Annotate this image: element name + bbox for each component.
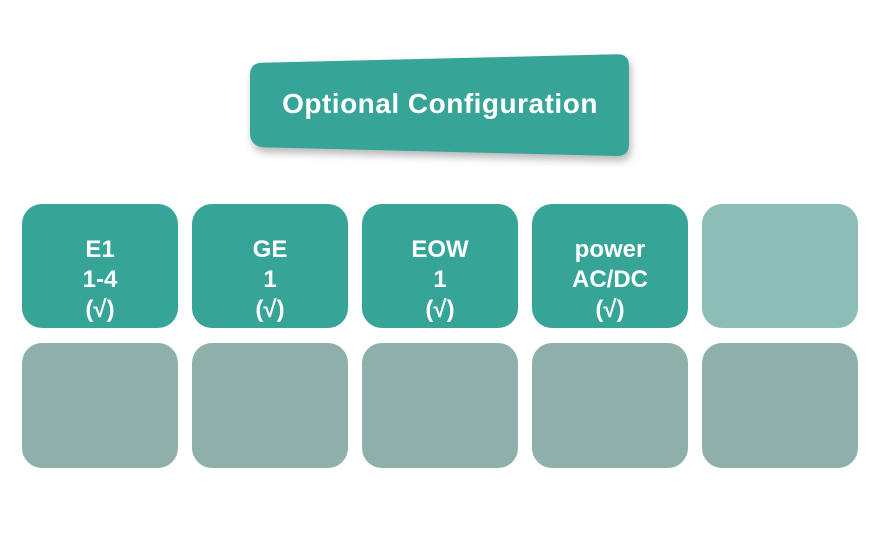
card-check-mark: (√) [425, 296, 455, 323]
card-line: 1-4 [82, 266, 118, 293]
card-line: EOW [411, 236, 469, 263]
card-check-mark: (√) [85, 296, 115, 323]
config-card-empty-4 [532, 343, 688, 468]
config-card-empty-3 [362, 343, 518, 468]
banner-ribbon [250, 54, 629, 157]
config-card-eow: EOW 1 (√) [362, 204, 518, 328]
card-line: E1 [85, 236, 115, 263]
card-line: 1 [433, 266, 447, 293]
config-card-e1: E1 1-4 (√) [22, 204, 178, 328]
card-line: GE [252, 236, 288, 263]
card-check-mark: (√) [255, 296, 285, 323]
banner-title: Optional Configuration [282, 88, 598, 119]
card-line: 1 [263, 266, 277, 293]
config-card-empty-2 [192, 343, 348, 468]
config-card-empty-1 [22, 343, 178, 468]
card-line: AC/DC [572, 266, 648, 293]
banner-ribbon-shape [250, 54, 629, 157]
config-card-empty-5 [702, 343, 858, 468]
card-line: power [574, 236, 646, 263]
config-card-empty-top [702, 204, 858, 328]
config-card-ge: GE 1 (√) [192, 204, 348, 328]
config-card-power: power AC/DC (√) [532, 204, 688, 328]
card-check-mark: (√) [595, 296, 625, 323]
